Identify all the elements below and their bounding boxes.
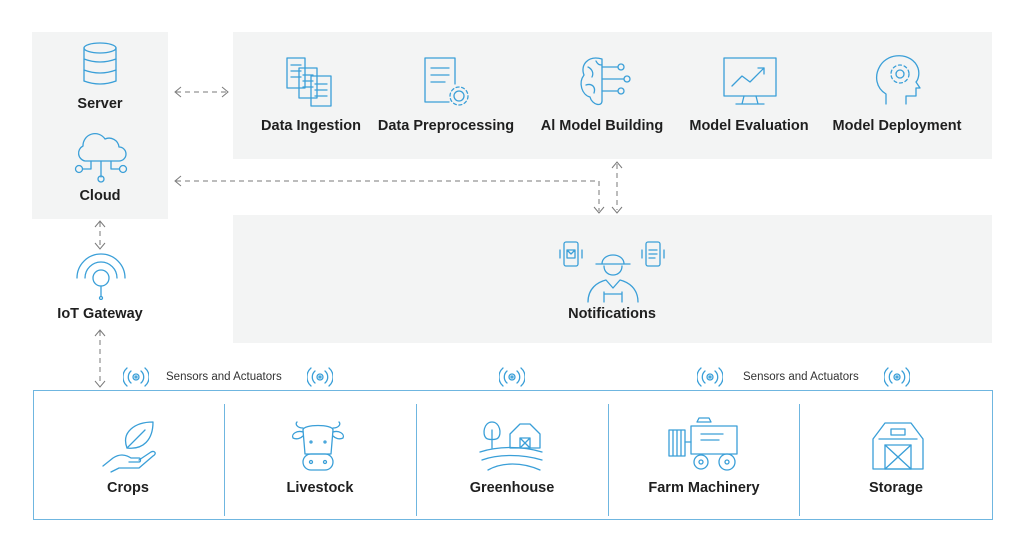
farm-label-crops: Crops	[107, 480, 149, 496]
sensors-label-right: Sensors and Actuators	[743, 371, 859, 383]
pipeline-label-model-building: Al Model Building	[540, 118, 664, 134]
pipeline-notifications-arrow	[611, 161, 623, 214]
cloud-label: Cloud	[79, 188, 121, 204]
farm-divider	[416, 404, 417, 516]
monitor-chart-icon	[722, 56, 778, 108]
brain-network-icon	[578, 53, 634, 109]
cloud-network-icon	[73, 131, 129, 183]
farm-divider	[608, 404, 609, 516]
notifications-label: Notifications	[568, 306, 656, 322]
farm-panel	[33, 390, 993, 520]
cow-icon	[289, 420, 347, 474]
field-barn-icon	[478, 418, 544, 474]
pipeline-label-model-deployment: Model Deployment	[832, 118, 962, 134]
sensor-icon	[123, 365, 149, 389]
head-gear-icon	[872, 52, 924, 108]
pipeline-label-model-evaluation: Model Evaluation	[689, 118, 809, 134]
sensor-icon	[499, 365, 525, 389]
farm-divider	[799, 404, 800, 516]
harvester-icon	[667, 416, 743, 474]
farmer-phones-icon	[558, 238, 668, 304]
pipeline-label-data-ingestion: Data Ingestion	[261, 118, 361, 134]
sensor-icon	[697, 365, 723, 389]
server-pipeline-arrow	[174, 86, 229, 98]
documents-icon	[285, 56, 337, 110]
cloud-notifications-arrow	[174, 175, 605, 214]
pipeline-label-data-preprocessing: Data Preprocessing	[377, 118, 515, 134]
gateway-farm-arrow	[94, 329, 106, 388]
barn-icon	[869, 417, 927, 473]
farm-label-storage: Storage	[869, 480, 923, 496]
server-label: Server	[77, 96, 123, 112]
iot-gateway-icon	[74, 248, 128, 300]
notifications-panel	[233, 215, 992, 343]
cloud-gateway-arrow	[94, 220, 106, 250]
leaf-hand-icon	[101, 418, 157, 474]
farm-label-greenhouse: Greenhouse	[469, 480, 555, 496]
sensors-label-left: Sensors and Actuators	[166, 371, 282, 383]
ai-pipeline-panel	[233, 32, 992, 159]
farm-divider	[224, 404, 225, 516]
server-icon	[80, 41, 120, 91]
sensor-icon	[307, 365, 333, 389]
gateway-label: IoT Gateway	[57, 306, 143, 322]
sensor-icon	[884, 365, 910, 389]
server-cloud-panel	[32, 32, 168, 219]
document-gear-icon	[421, 56, 473, 108]
farm-label-machinery: Farm Machinery	[648, 480, 760, 496]
farm-label-livestock: Livestock	[286, 480, 354, 496]
